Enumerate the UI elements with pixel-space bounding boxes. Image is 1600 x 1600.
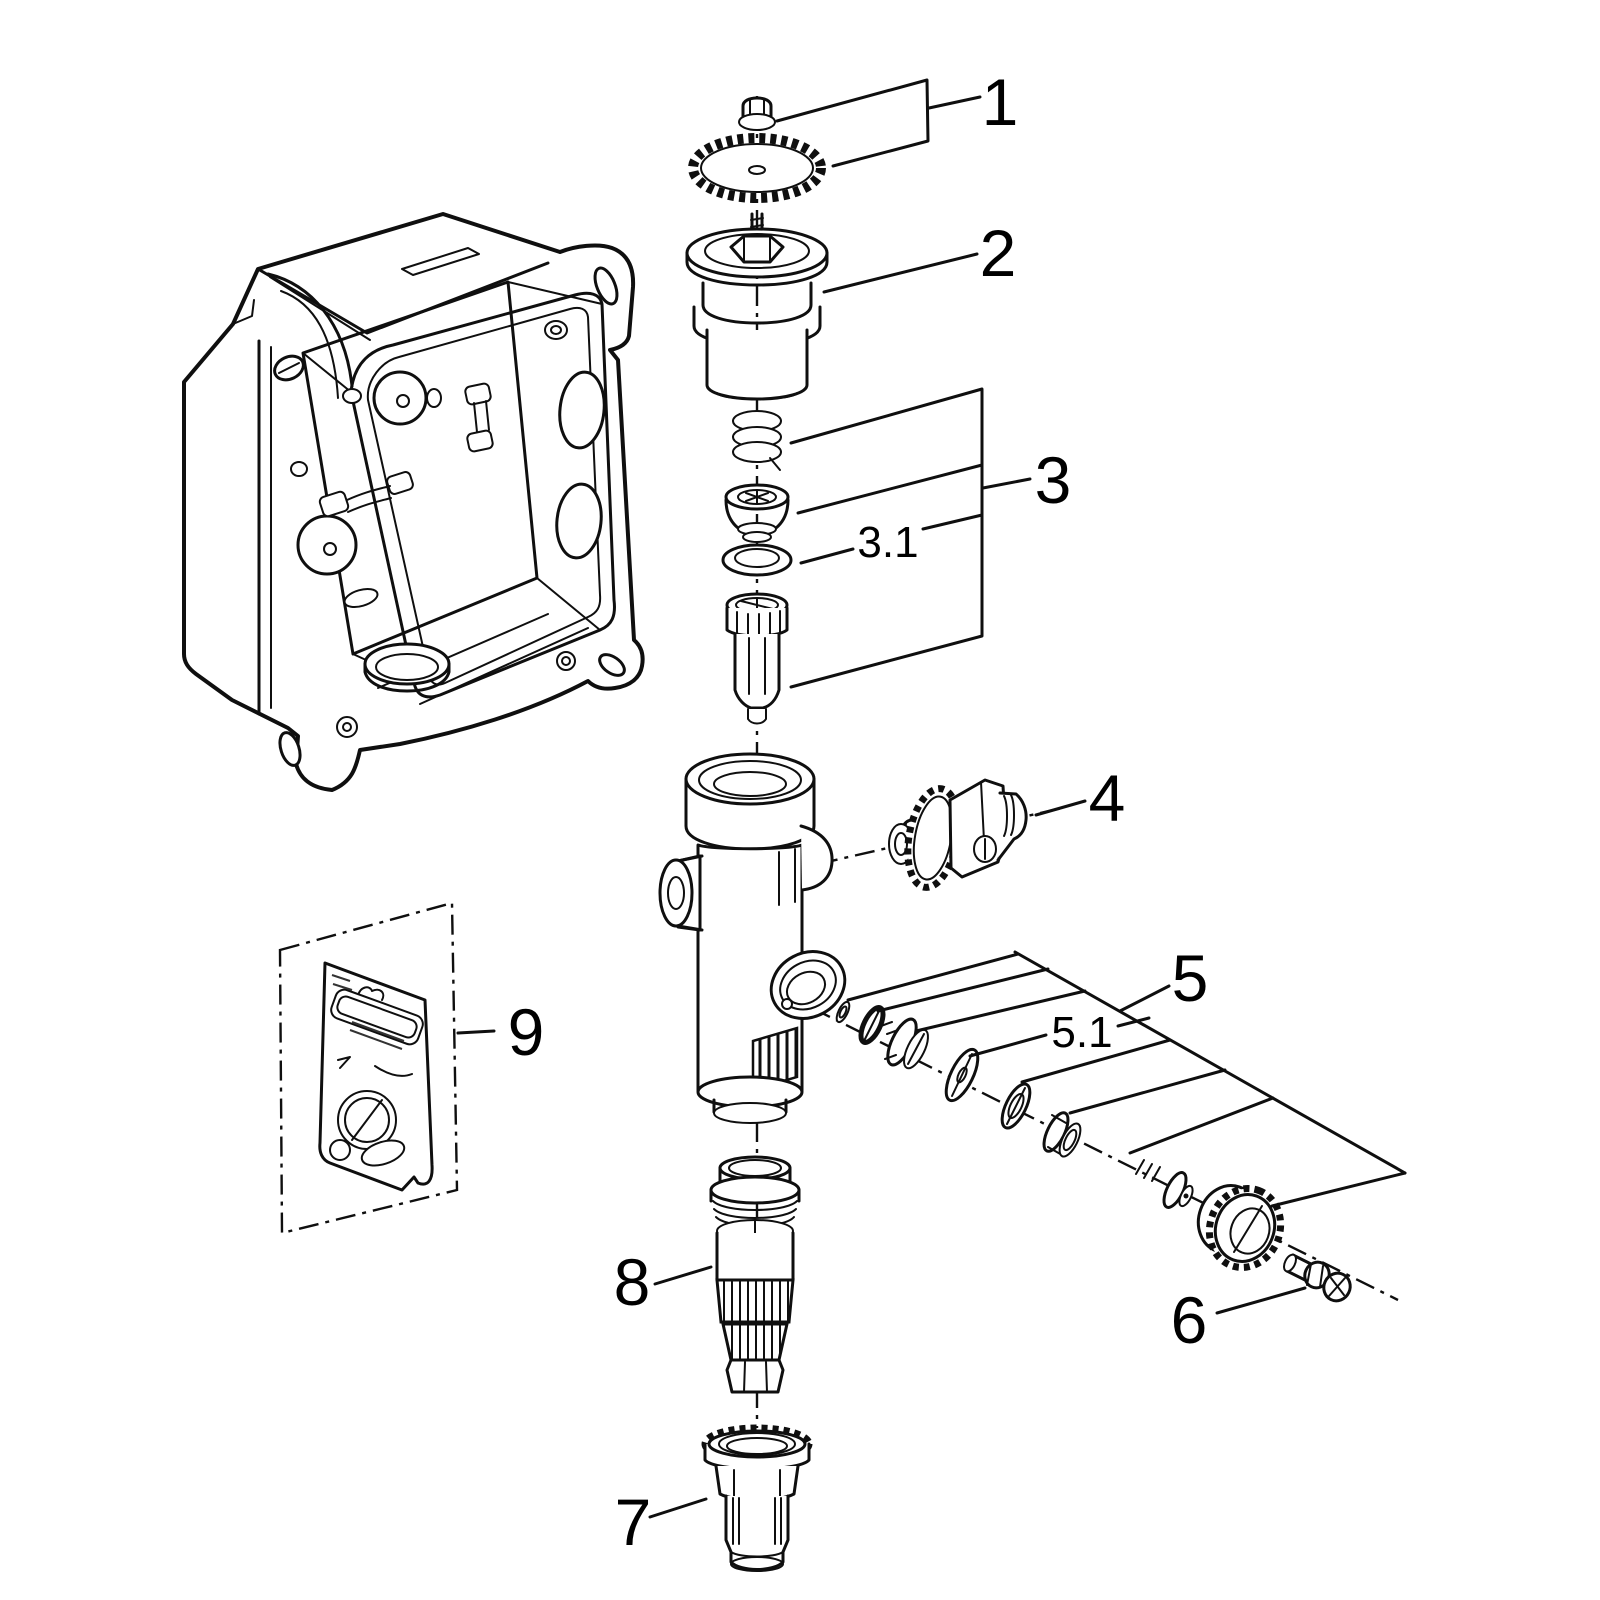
callout-6: 6 xyxy=(1171,1283,1208,1357)
nozzle-insert xyxy=(880,1017,929,1070)
box-knockout-ring-floor xyxy=(363,642,451,693)
part2-pushbutton-cap xyxy=(685,212,829,401)
valve-outlet-port xyxy=(769,950,847,1020)
callout-2: 2 xyxy=(980,216,1017,290)
part1-ratchet-disc xyxy=(688,133,826,203)
leader-lines xyxy=(456,78,1407,1519)
box-screw-slotted-left xyxy=(273,354,305,382)
part5-seal-chain xyxy=(835,1000,1285,1271)
callout-7: 7 xyxy=(615,1485,652,1559)
part4-slot-screw xyxy=(973,835,997,863)
box-screw-bottom-left xyxy=(336,716,358,738)
valve-left-port xyxy=(658,854,704,932)
part3-piston xyxy=(725,592,789,725)
part8-regulating-cartridge xyxy=(709,1155,801,1394)
box-screw-top-right xyxy=(544,320,568,340)
valve-screw-piece xyxy=(1135,1159,1194,1209)
valve-barcode-patch xyxy=(751,1026,799,1092)
knurled-nut xyxy=(1196,1184,1285,1271)
box-ear-slot-top-right xyxy=(593,266,619,306)
oring-small xyxy=(835,1000,851,1024)
service-pack-frame xyxy=(278,901,459,1235)
box-knockout-oval-lower xyxy=(555,482,603,560)
box-ear-slot-bottom-left xyxy=(278,731,302,767)
callout-4: 4 xyxy=(1089,761,1126,835)
callout-5-1: 5.1 xyxy=(1051,1008,1112,1057)
washer-ring xyxy=(1000,1082,1032,1130)
part3-cup-seal xyxy=(724,483,790,543)
box-knockout-oval-upper xyxy=(558,370,606,450)
callout-3-1: 3.1 xyxy=(857,518,918,567)
part3-spring xyxy=(732,410,782,471)
callouts: 1 2 3 3.1 4 5 5.1 6 7 8 9 xyxy=(508,65,1209,1559)
flush-valve-body xyxy=(658,752,847,1124)
box-slot-backwall xyxy=(343,587,379,609)
part7-outlet-connector xyxy=(701,1424,813,1572)
part1-adjusting-nut xyxy=(738,96,776,131)
box-ear-slot-bottom-right xyxy=(598,653,626,677)
cap-plug xyxy=(1042,1111,1082,1158)
callout-8: 8 xyxy=(614,1245,651,1319)
service-pack-bag xyxy=(318,961,434,1192)
part3-1-oring xyxy=(721,543,793,577)
part4-union-connector xyxy=(888,778,1028,891)
oring-large xyxy=(858,1005,886,1045)
callout-9: 9 xyxy=(508,995,545,1069)
washer-5-1 xyxy=(944,1047,980,1103)
box-link-horizontal xyxy=(318,471,414,518)
box-screw-bottom-right xyxy=(556,651,576,671)
callout-5: 5 xyxy=(1172,941,1209,1015)
part6-screw xyxy=(1283,1253,1352,1303)
callout-1: 1 xyxy=(982,65,1019,139)
installation-box xyxy=(182,212,645,792)
box-link-vertical xyxy=(464,382,494,453)
callout-3: 3 xyxy=(1035,443,1072,517)
box-peg-small xyxy=(290,388,442,477)
part9-service-pack xyxy=(278,901,459,1235)
